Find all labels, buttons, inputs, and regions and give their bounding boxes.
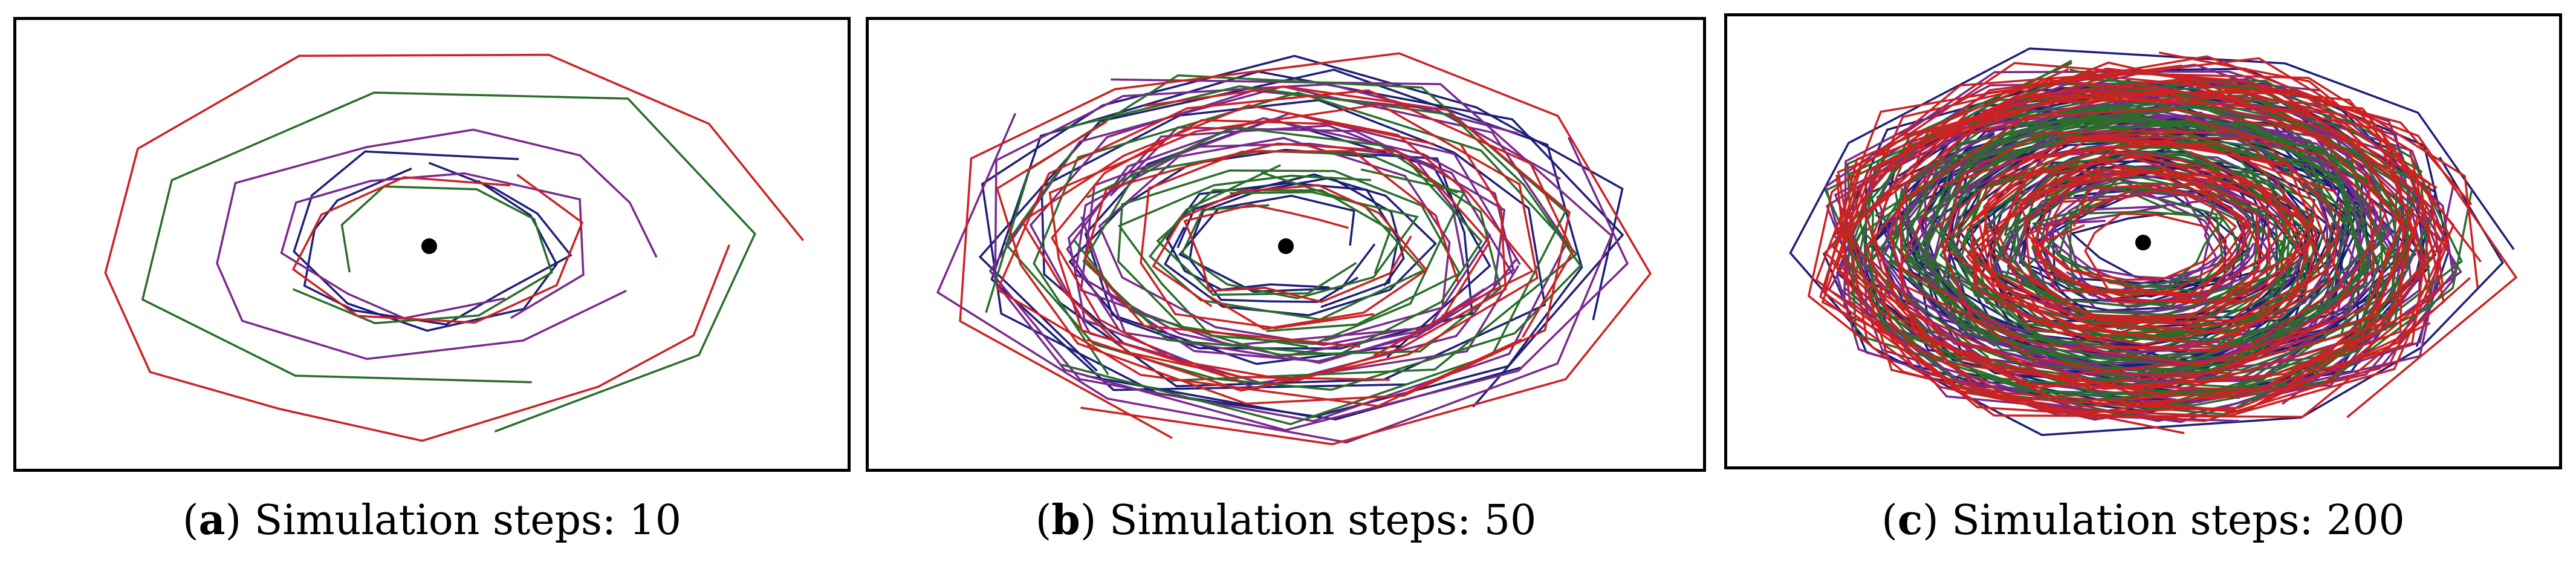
trajectory-line: [1148, 164, 1426, 321]
trajectory-line: [1178, 194, 1376, 293]
trajectory-line: [1117, 169, 1461, 348]
trajectory-line: [1872, 93, 2450, 397]
trajectory-line: [1050, 119, 1507, 383]
trajectory-line: [2084, 212, 2233, 295]
center-point-marker: [2135, 235, 2151, 250]
trajectory-line: [1830, 51, 2449, 417]
trajectory-line: [280, 172, 585, 319]
caption-b-label: b: [1051, 496, 1080, 544]
trajectory-line: [2025, 184, 2252, 302]
trajectory-line: [216, 128, 658, 361]
trajectory-line: [936, 78, 1613, 444]
trajectory-line: [1098, 137, 1451, 346]
trajectory-line: [996, 89, 1574, 408]
trajectory-line: [1048, 103, 1539, 392]
trajectory-line: [1969, 154, 2295, 321]
trajectory-line: [1080, 112, 1521, 347]
trajectory-line: [959, 52, 1652, 446]
trajectory-line: [2036, 183, 2237, 281]
trajectory-line: [292, 185, 553, 324]
trajectory-line: [1033, 91, 1578, 382]
trajectory-line: [2058, 197, 2224, 293]
trajectory-line: [1942, 117, 2387, 376]
trajectory-line: [1990, 168, 2271, 319]
trajectory-line: [1165, 181, 1400, 308]
trajectory-line: [1830, 90, 2438, 408]
trajectory-line: [1163, 173, 1437, 316]
trajectory-line: [1789, 47, 2515, 436]
panel-c-plot: [1724, 13, 2562, 469]
trajectory-line: [1020, 104, 1534, 381]
trajectory-line: [1117, 168, 1466, 345]
trajectory-line: [1080, 126, 1506, 359]
caption-b-text: Simulation steps: 50: [1109, 497, 1537, 544]
caption-a-label: a: [198, 496, 225, 544]
trajectory-line: [2031, 198, 2218, 298]
trajectory-line: [1181, 191, 1419, 299]
trajectory-line: [2035, 172, 2291, 304]
trajectory-line: [1832, 76, 2455, 422]
panel-a-trajectories: [104, 53, 804, 442]
trajectory-line: [104, 53, 804, 442]
caption-a-text: Simulation steps: 10: [254, 497, 681, 544]
caption-c: (c) Simulation steps: 200: [1881, 496, 2405, 544]
panel-a-plot: [13, 17, 851, 472]
trajectory-line: [1939, 140, 2343, 351]
caption-a: (a) Simulation steps: 10: [182, 496, 681, 544]
trajectory-line: [2042, 184, 2256, 296]
trajectory-line: [1140, 149, 1459, 330]
trajectory-line: [1869, 109, 2369, 364]
trajectory-line: [1990, 150, 2312, 324]
caption-c-text: Simulation steps: 200: [1951, 497, 2405, 544]
trajectory-line: [2069, 185, 2225, 292]
trajectory-line: [1152, 184, 1428, 330]
trajectory-line: [1971, 149, 2312, 325]
trajectory-line: [1960, 146, 2351, 338]
trajectory-line: [291, 174, 584, 324]
trajectory-line: [1982, 142, 2312, 336]
caption-c-label: c: [1897, 496, 1923, 544]
panel-b-trajectories: [936, 52, 1652, 446]
trajectory-line: [1807, 72, 2479, 414]
trajectory-line: [1935, 136, 2318, 345]
trajectory-line: [1857, 96, 2451, 390]
trajectory-line: [141, 91, 756, 433]
trajectory-line: [1084, 118, 1491, 365]
trajectory-line: [303, 162, 573, 326]
trajectory-line: [1823, 57, 2445, 418]
center-point-marker: [421, 238, 437, 254]
trajectory-line: [1067, 124, 1518, 390]
center-point-marker: [1278, 238, 1294, 254]
trajectory-line: [1899, 136, 2375, 366]
trajectory-line: [1068, 148, 1473, 350]
panel-c-trajectories: [1789, 47, 2518, 436]
trajectory-line: [1189, 176, 1405, 303]
panel-b-plot: [866, 17, 1706, 472]
trajectory-line: [1899, 108, 2403, 377]
trajectory-line: [1029, 90, 1561, 384]
trajectory-line: [996, 85, 1571, 405]
trajectory-line: [1083, 142, 1491, 357]
caption-b: (b) Simulation steps: 50: [1035, 496, 1537, 544]
trajectory-line: [1040, 99, 1546, 388]
trajectory-line: [1082, 149, 1483, 356]
trajectory-line: [1183, 203, 1412, 303]
trajectory-line: [981, 54, 1624, 421]
trajectory-line: [978, 68, 1583, 419]
trajectory-line: [2062, 188, 2211, 281]
